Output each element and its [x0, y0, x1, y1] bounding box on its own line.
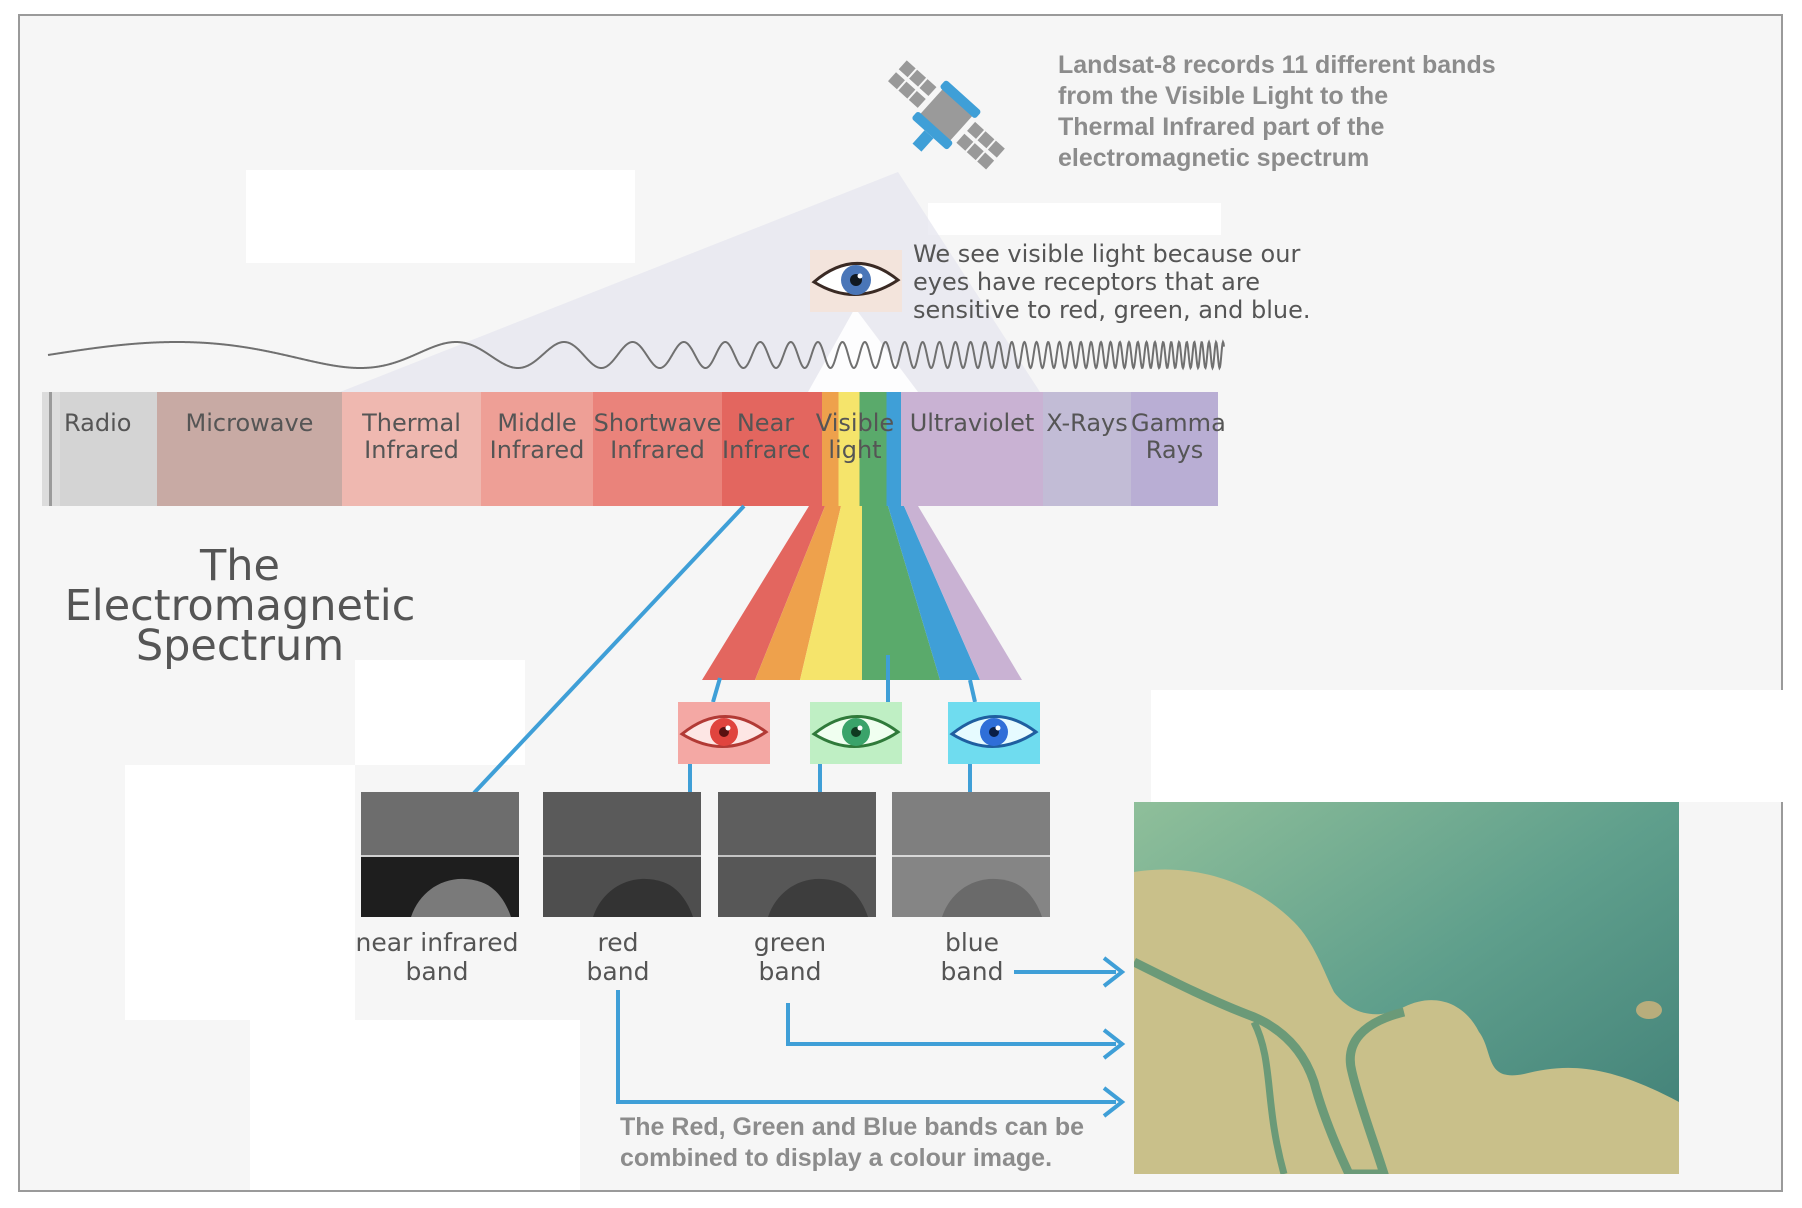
segment-label-line: Radio: [64, 409, 132, 437]
title-line: Electromagnetic: [64, 581, 416, 631]
green-arrow-line: [786, 1003, 1116, 1046]
band-label-line: band: [758, 957, 822, 986]
spectrum-x-rays: X-Rays: [1043, 392, 1131, 506]
band-label-line: green: [753, 928, 827, 957]
red-band-image: [543, 792, 701, 917]
green-band-image: [718, 792, 876, 917]
eye-caption-line: We see visible light because our: [913, 240, 1301, 268]
near-infrared-band-label: near infrared band: [347, 928, 527, 986]
near-infrared-band-image: [361, 792, 519, 917]
segment-label-line: Infrared: [364, 436, 459, 464]
combined-caption-line: The Red, Green and Blue bands can be: [620, 1113, 1084, 1141]
diagram-title: The Electromagnetic Spectrum: [40, 541, 440, 671]
spectrum-ultraviolet: Ultraviolet: [901, 392, 1043, 506]
segment-label: X-Rays: [1043, 410, 1131, 437]
segment-label-line: Visible: [815, 409, 895, 437]
green-eye-icon: [810, 702, 902, 764]
eye-caption-line: sensitive to red, green, and blue.: [913, 296, 1311, 324]
spectrum-microwave: Microwave: [157, 392, 342, 506]
segment-label-line: Infrared: [610, 436, 705, 464]
segment-label-line: X-Rays: [1046, 409, 1128, 437]
blank-area-3: [1151, 690, 1783, 802]
band-label-line: blue: [944, 928, 1000, 957]
band-label-line: band: [940, 957, 1004, 986]
title-line: The: [200, 541, 280, 591]
blue-eye-icon: [948, 702, 1040, 764]
eye-icon: [810, 250, 902, 312]
band-label-line: red: [597, 928, 639, 957]
blank-area-1: [246, 170, 635, 263]
satellite-caption-line: from the Visible Light to the: [1058, 82, 1389, 110]
satellite-caption-line: Landsat-8 records 11 different bands: [1058, 51, 1496, 79]
light-cone: [340, 172, 1040, 392]
blank-area-5: [250, 1020, 580, 1190]
blue-eye-connector: [968, 679, 977, 703]
band-label-line: band: [586, 957, 650, 986]
segment-label-line: Microwave: [185, 409, 314, 437]
segment-label-line: Ultraviolet: [909, 409, 1035, 437]
satellite-caption-line: Thermal Infrared part of the: [1058, 113, 1385, 141]
satellite-caption-line: electromagnetic spectrum: [1058, 144, 1370, 172]
band-label-line: near infrared: [355, 928, 519, 957]
wavelength-wave: [47, 339, 1225, 371]
nir-connector: [472, 504, 746, 795]
satellite-icon: [887, 60, 1005, 170]
blue-band-image: [892, 792, 1050, 917]
combined-caption: The Red, Green and Blue bands can be com…: [620, 1112, 1140, 1174]
blue-band-label: blue band: [882, 928, 1062, 986]
segment-label-line: Shortwave: [593, 409, 722, 437]
spectrum-radio: Radio: [60, 392, 157, 506]
segment-label-line: Near: [736, 409, 795, 437]
blank-area-4: [125, 765, 355, 1020]
title-line: Spectrum: [135, 621, 345, 671]
segment-label-line: Infrared: [722, 436, 817, 464]
segment-label-line: Infrared: [489, 436, 585, 464]
red-eye-icon: [678, 702, 770, 764]
segment-label-line: light: [828, 436, 882, 464]
blue-arrow-head: [1102, 956, 1126, 988]
red-band-label: red band: [528, 928, 708, 986]
segment-label-line: Gamma: [1131, 409, 1226, 437]
combined-colour-image: [1134, 802, 1679, 1174]
segment-label-line: Thermal: [362, 409, 461, 437]
blank-area-2: [928, 203, 1221, 235]
eye-caption-line: eyes have receptors that are: [913, 268, 1260, 296]
red-eye-connector: [711, 677, 722, 703]
combined-caption-line: combined to display a colour image.: [620, 1144, 1053, 1172]
segment-label: Microwave: [157, 410, 342, 437]
blank-area-6: [355, 660, 525, 765]
rainbow-funnel: [702, 506, 1022, 680]
segment-label: Radio: [64, 410, 157, 437]
green-band-label: green band: [700, 928, 880, 986]
band-label-line: band: [405, 957, 469, 986]
segment-label-line: Middle: [497, 409, 577, 437]
green-arrow-head: [1102, 1028, 1126, 1060]
eye-caption: We see visible light because our eyes ha…: [913, 240, 1373, 324]
red-arrow-line: [616, 990, 1116, 1104]
segment-label-line: Rays: [1145, 436, 1204, 464]
red-arrow-head: [1102, 1086, 1126, 1118]
segment-label: Ultraviolet: [901, 410, 1043, 437]
satellite-caption: Landsat-8 records 11 different bands fro…: [1058, 50, 1578, 174]
spectrum-left-cap-line: [49, 392, 52, 506]
